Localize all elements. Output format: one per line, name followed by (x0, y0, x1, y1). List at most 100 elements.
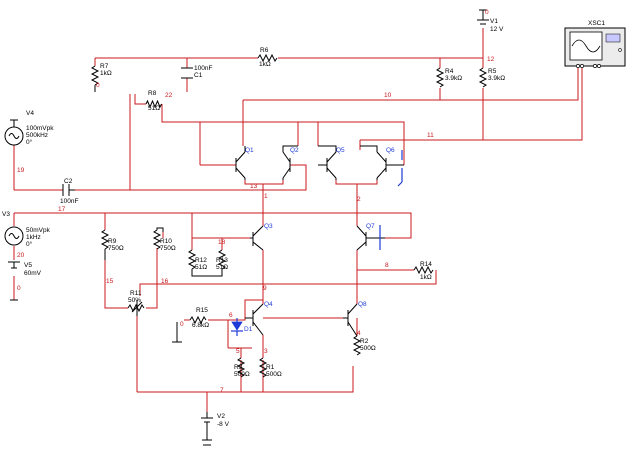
label-q7-ref: Q7 (366, 223, 375, 230)
net-label: 17 (58, 206, 66, 213)
label-c2-ref: C2 (64, 178, 73, 185)
label-v3-phase: 0° (26, 240, 33, 248)
transistor-q8 (343, 303, 358, 337)
components (4, 9, 626, 446)
label-q8-ref: Q8 (358, 301, 367, 308)
net-label: 8 (385, 262, 389, 269)
net-label: 19 (17, 167, 25, 174)
battery-v5 (8, 261, 20, 269)
wires (13, 28, 583, 412)
label-v1-value: 12 V (490, 26, 504, 33)
label-r13-ref: R13 (216, 257, 228, 264)
label-q5-ref: Q5 (336, 147, 345, 154)
transistor-q7 (356, 225, 385, 251)
net-label: 10 (384, 92, 392, 99)
label-v3-freq: 1kHz (26, 234, 41, 241)
label-r4-value: 3.9kΩ (445, 75, 462, 82)
net-label: 7 (220, 387, 224, 394)
net-label: 18 (218, 239, 226, 246)
label-r2-value: 500Ω (360, 345, 376, 352)
label-r10-value: 750Ω (160, 245, 176, 252)
net-label: 5 (236, 348, 240, 355)
label-v3-ref: V3 (2, 211, 10, 218)
ac-source-v3 (4, 226, 24, 246)
label-q4-ref: Q4 (264, 301, 273, 308)
ac-source-v4 (4, 119, 24, 146)
transistor-q1 (235, 146, 246, 180)
label-q1-ref: Q1 (245, 147, 254, 154)
label-r8-ref: R8 (148, 90, 157, 97)
label-r1-value: 500Ω (266, 371, 282, 378)
battery-v1 (477, 9, 489, 25)
label-r1-ref: R1 (266, 364, 275, 371)
net-labels: 0 0 0 0 1 2 3 4 5 6 7 8 9 10 11 12 13 15… (17, 9, 495, 394)
label-q3-ref: Q3 (264, 223, 273, 230)
net-label: 12 (487, 56, 495, 63)
net-label: 2 (357, 196, 361, 203)
label-v3-amp: 50mVpk (26, 227, 51, 234)
label-r15-value: 6.8kΩ (192, 322, 209, 329)
net-label: 22 (165, 92, 173, 99)
label-r11-value: 50% (128, 297, 141, 304)
label-r9-value: 750Ω (108, 245, 124, 252)
net-label: 0 (96, 82, 100, 89)
label-r10-ref: R10 (160, 238, 172, 245)
net-label: 3 (264, 348, 268, 355)
label-v5-ref: V5 (24, 262, 32, 269)
net-label: 11 (427, 132, 434, 139)
label-c2-value: 100nF (60, 198, 78, 205)
probe-markers (379, 150, 403, 250)
label-v2-value: -8 V (217, 421, 230, 428)
transistor-q2 (282, 145, 298, 180)
net-label: 15 (106, 278, 114, 285)
net-label: 16 (161, 278, 169, 285)
label-r14-ref: R14 (420, 261, 432, 268)
label-r3-ref: R3 (234, 364, 243, 371)
net-label: 0 (180, 321, 184, 328)
label-r7-value: 1kΩ (100, 70, 112, 77)
resistors (90, 53, 488, 378)
label-r4-ref: R4 (445, 68, 454, 75)
label-r7-ref: R7 (100, 63, 109, 70)
label-v4-phase: 0° (26, 138, 33, 146)
diode-d1 (231, 318, 243, 336)
net-label: 4 (357, 330, 361, 337)
oscilloscope-xsc1 (564, 27, 626, 68)
transistor-q4 (245, 303, 264, 336)
label-c1-ref: C1 (194, 72, 203, 79)
label-r2-ref: R2 (360, 338, 369, 345)
label-v2-ref: V2 (217, 413, 225, 420)
transistor-q3 (250, 225, 264, 251)
labels: V1 12 V V2 -8 V V4 100mVpk 500kHz 0° V3 … (2, 18, 605, 428)
label-v4-amp: 100mVpk (26, 125, 54, 132)
label-c1-value: 100nF (194, 65, 212, 72)
capacitors (62, 67, 193, 196)
label-r12-value: 51Ω (195, 264, 207, 271)
net-label: 1 (264, 193, 268, 200)
label-r13-value: 51Ω (216, 264, 228, 271)
net-label: 20 (17, 252, 25, 259)
net-label: 13 (250, 183, 258, 190)
label-v5-value: 60mV (24, 270, 42, 277)
transistor-q5 (318, 145, 337, 180)
net-label: 0 (17, 285, 21, 292)
battery-v2 (201, 412, 213, 441)
label-r12-ref: R12 (195, 257, 207, 264)
label-q6-ref: Q6 (386, 147, 395, 154)
label-r5-value: 3.9kΩ (488, 75, 505, 82)
label-r15-ref: R15 (196, 307, 208, 314)
ground-symbols (10, 299, 211, 446)
label-q2-ref: Q2 (290, 147, 299, 154)
label-xsc1-ref: XSC1 (588, 20, 605, 27)
label-r14-value: 1kΩ (420, 274, 432, 281)
net-label: 0 (485, 9, 489, 16)
label-r8-value: 51Ω (148, 105, 160, 112)
label-v1-ref: V1 (490, 18, 498, 25)
transistors (231, 145, 404, 337)
label-r6-ref: R6 (260, 47, 269, 54)
label-r3-value: 500Ω (234, 371, 250, 378)
label-r11-ref: R11 (130, 290, 142, 297)
label-r5-ref: R5 (488, 68, 497, 75)
transistor-q6 (360, 145, 404, 180)
